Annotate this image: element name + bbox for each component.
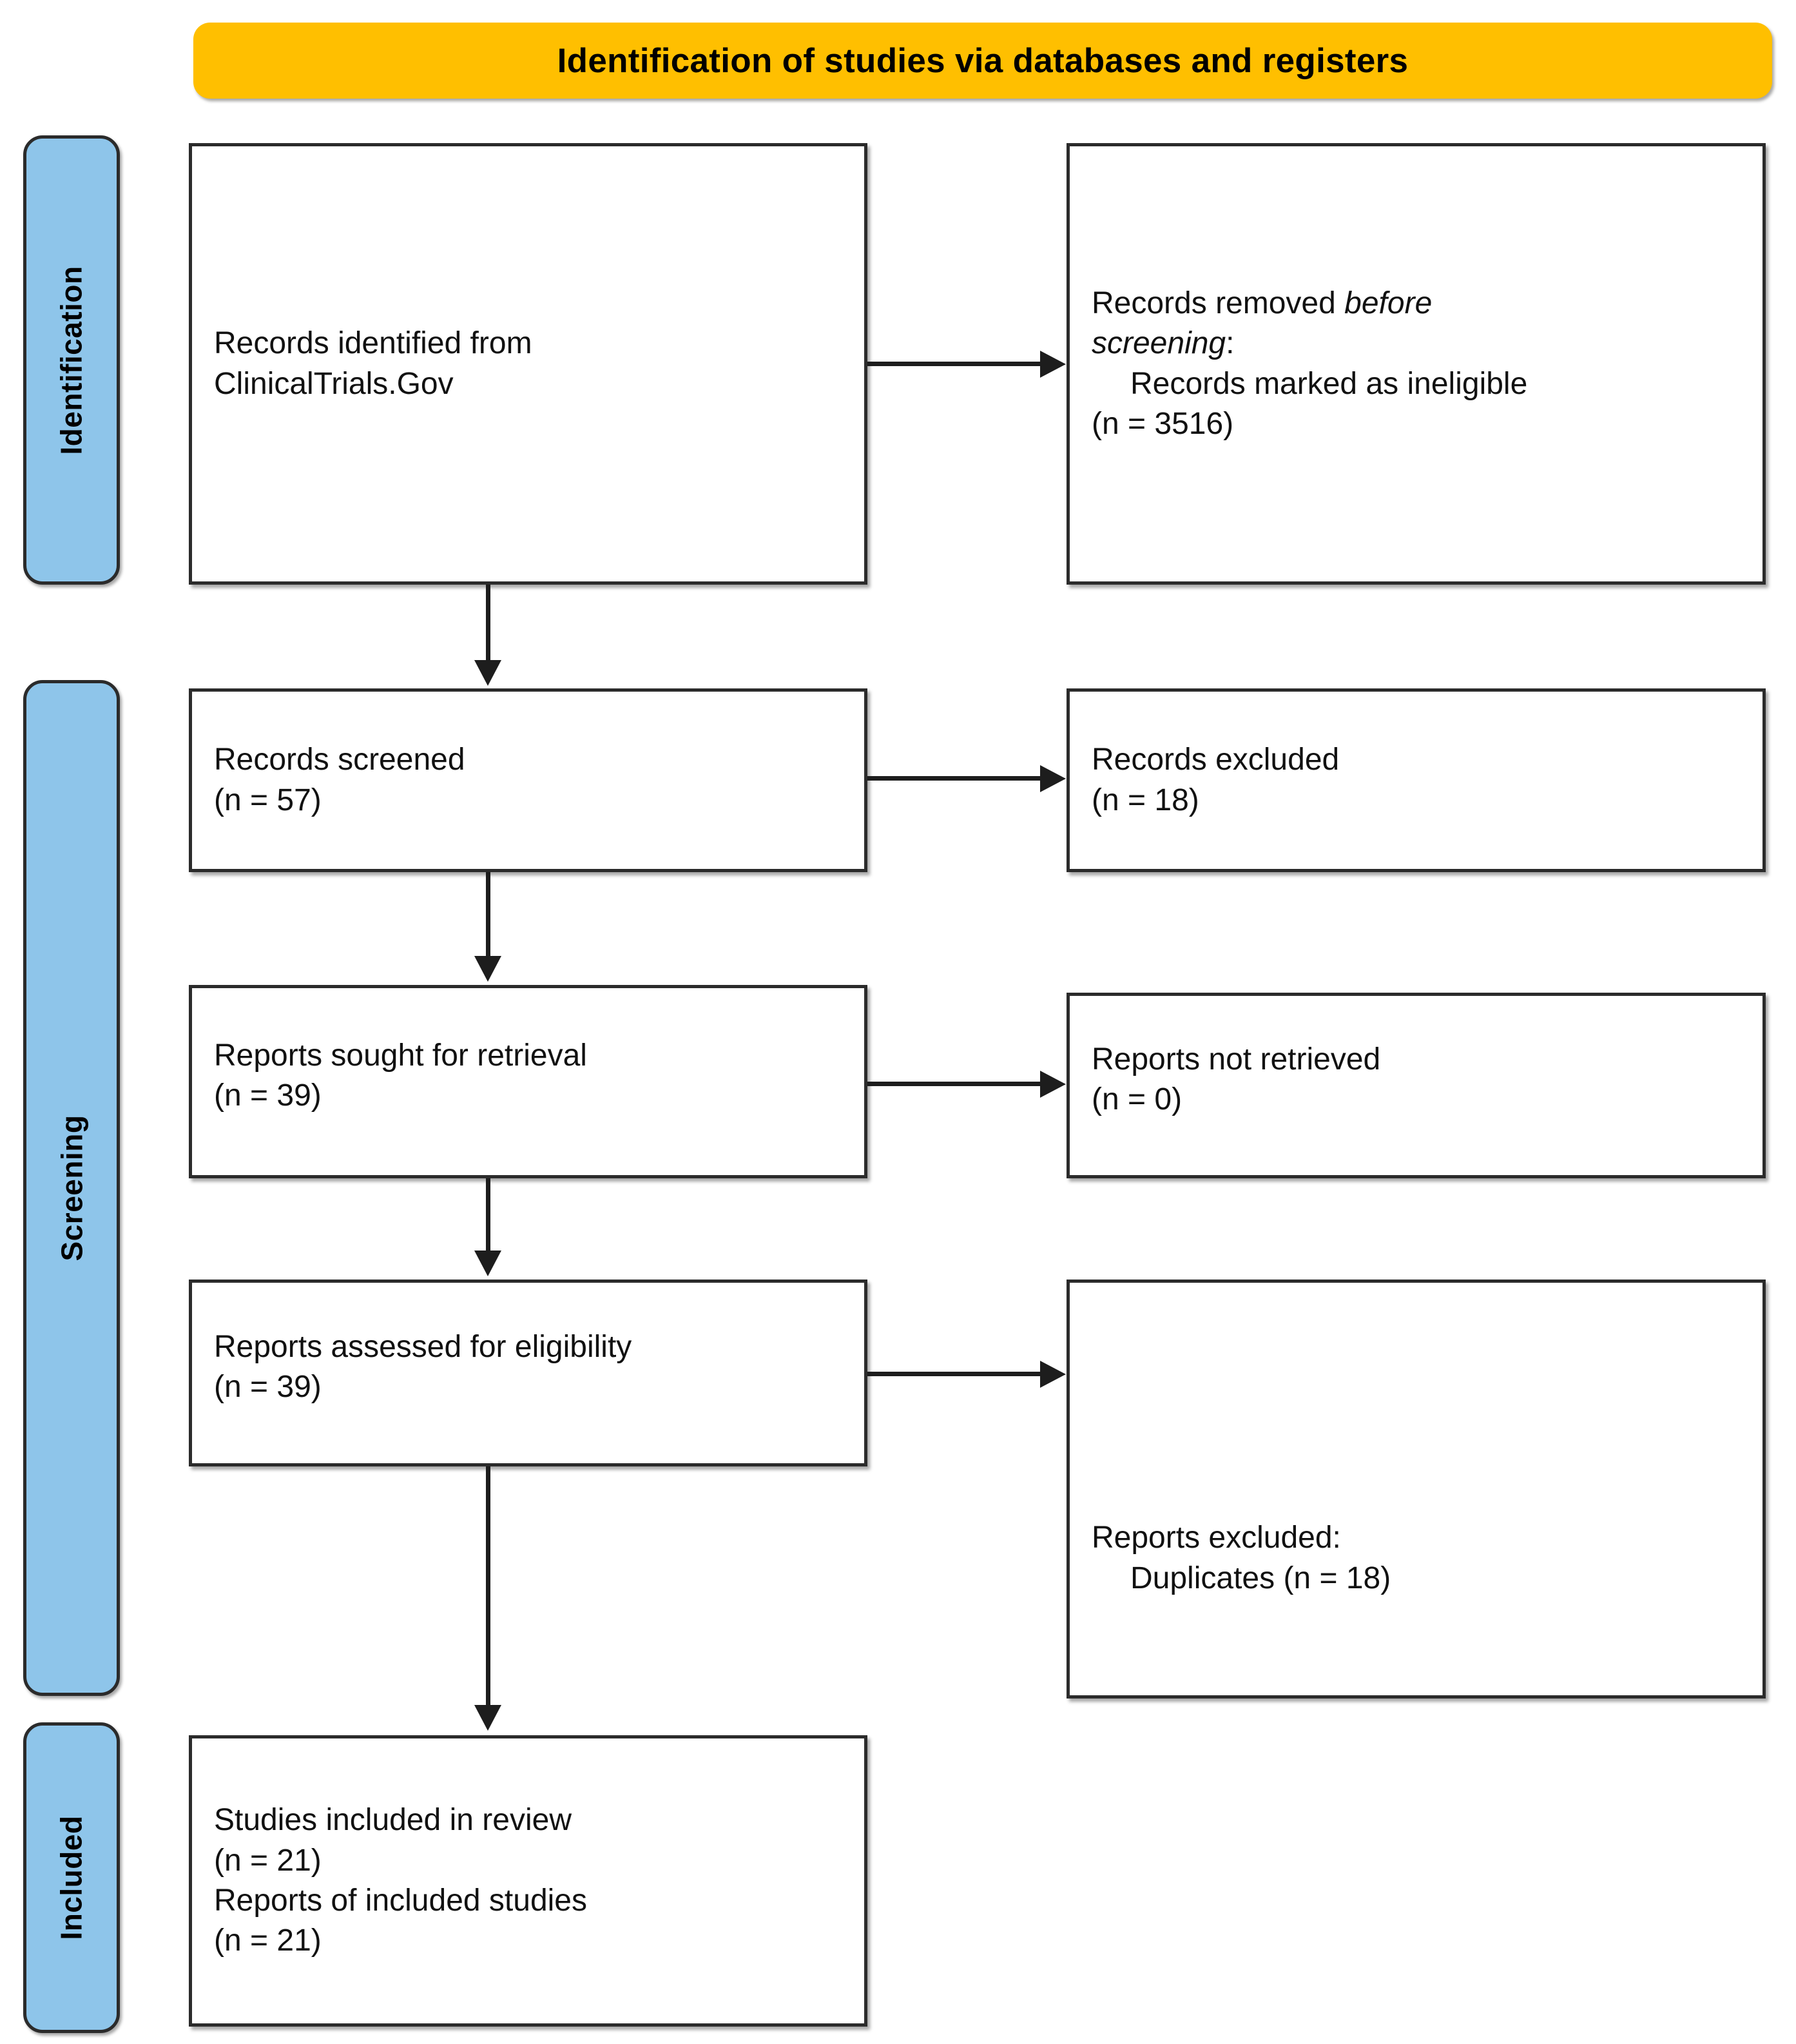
- reports-not-retrieved-line1: Reports not retrieved: [1092, 1042, 1381, 1076]
- records-identified-line1: Records identified from: [214, 326, 532, 361]
- records-screened-line1: Records screened: [214, 743, 465, 777]
- studies-included-line4: (n = 21): [214, 1923, 322, 1958]
- arrow-right-icon-3: [1040, 1071, 1066, 1098]
- connector-screened-to-records-excluded: [867, 776, 1043, 781]
- arrow-right-icon-4: [1040, 1361, 1066, 1388]
- studies-included-line1: Studies included in review: [214, 1803, 572, 1838]
- records-excluded-line2: (n = 18): [1092, 783, 1199, 817]
- reports-assessed-line1: Reports assessed for eligibility: [214, 1329, 632, 1364]
- header-banner: Identification of studies via databases …: [193, 23, 1772, 99]
- studies-included-line3: Reports of included studies: [214, 1883, 587, 1918]
- stage-bar-identification: Identification: [23, 135, 120, 585]
- box-reports-not-retrieved-text: Reports not retrieved (n = 0): [1092, 1040, 1741, 1120]
- stage-bar-screening: Screening: [23, 680, 120, 1696]
- records-removed-line3: Records marked as ineligible: [1130, 366, 1528, 401]
- stage-bar-included: Included: [23, 1722, 120, 2033]
- box-records-excluded: Records excluded (n = 18): [1067, 688, 1766, 872]
- arrow-down-icon-2: [474, 956, 501, 982]
- connector-assessed-to-reports-excluded: [867, 1372, 1043, 1376]
- records-identified-line2: ClinicalTrials.Gov: [214, 366, 454, 401]
- box-studies-included-in-review: Studies included in review (n = 21) Report…: [189, 1735, 867, 2027]
- records-removed-colon: :: [1226, 326, 1235, 361]
- records-excluded-line1: Records excluded: [1092, 743, 1340, 777]
- box-records-screened-text: Records screened (n = 57): [214, 740, 842, 821]
- records-removed-before-em: before: [1344, 286, 1433, 320]
- arrow-down-icon-3: [474, 1251, 501, 1276]
- reports-sought-line2: (n = 39): [214, 1078, 322, 1113]
- box-studies-included-text: Studies included in review (n = 21) Report…: [214, 1800, 842, 1961]
- stage-label-included: Included: [55, 1815, 88, 1940]
- box-reports-sought-for-retrieval: Reports sought for retrieval (n = 39): [189, 985, 867, 1178]
- box-reports-excluded: Reports excluded: Duplicates (n = 18): [1067, 1280, 1766, 1698]
- box-records-screened: Records screened (n = 57): [189, 688, 867, 872]
- box-reports-sought-text: Reports sought for retrieval (n = 39): [214, 1036, 842, 1116]
- box-reports-assessed-for-eligibility: Reports assessed for eligibility (n = 39): [189, 1280, 867, 1466]
- header-title: Identification of studies via databases …: [557, 41, 1409, 80]
- studies-included-line2: (n = 21): [214, 1843, 322, 1878]
- reports-not-retrieved-line2: (n = 0): [1092, 1082, 1183, 1116]
- connector-screened-to-sought: [486, 872, 490, 956]
- box-records-removed-before-screening: Records removed before screening: Records …: [1067, 143, 1766, 585]
- reports-assessed-line2: (n = 39): [214, 1370, 322, 1404]
- connector-identified-to-removed: [867, 362, 1043, 366]
- arrow-down-icon-1: [474, 660, 501, 686]
- box-reports-excluded-text: Reports excluded: Duplicates (n = 18): [1092, 1518, 1741, 1599]
- stage-label-screening: Screening: [55, 1114, 89, 1261]
- connector-assessed-to-included: [486, 1466, 490, 1705]
- connector-sought-to-not-retrieved: [867, 1082, 1043, 1086]
- records-removed-screening-em: screening: [1092, 326, 1226, 361]
- box-records-removed-text: Records removed before screening: Records …: [1092, 284, 1741, 445]
- connector-sought-to-assessed: [486, 1178, 490, 1251]
- box-reports-assessed-text: Reports assessed for eligibility (n = 39): [214, 1327, 842, 1408]
- arrow-right-icon-2: [1040, 765, 1066, 792]
- arrow-right-icon-1: [1040, 351, 1066, 378]
- records-removed-line1: Records removed: [1092, 286, 1345, 320]
- reports-excluded-line1: Reports excluded:: [1092, 1521, 1341, 1555]
- connector-identified-to-screened: [486, 585, 490, 663]
- records-screened-line2: (n = 57): [214, 783, 322, 817]
- arrow-down-icon-4: [474, 1705, 501, 1731]
- reports-sought-line1: Reports sought for retrieval: [214, 1038, 587, 1073]
- records-removed-line4: (n = 3516): [1092, 406, 1234, 441]
- reports-excluded-line2: Duplicates (n = 18): [1130, 1561, 1391, 1595]
- box-reports-not-retrieved: Reports not retrieved (n = 0): [1067, 993, 1766, 1178]
- stage-label-identification: Identification: [55, 265, 89, 455]
- box-records-excluded-text: Records excluded (n = 18): [1092, 740, 1741, 821]
